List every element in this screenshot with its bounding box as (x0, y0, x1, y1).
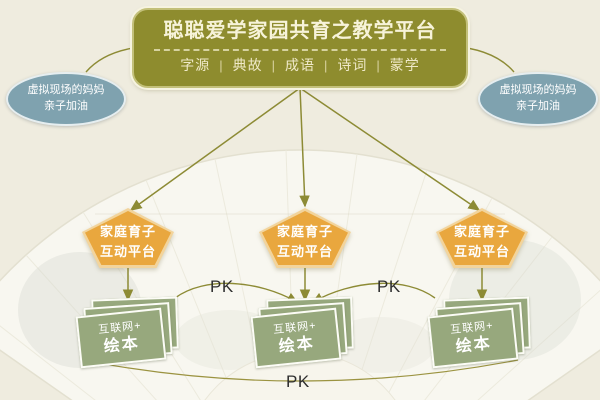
node-resource-left: 互联网+ 绘本 (75, 296, 188, 370)
card-front: 互联网+ 绘本 (427, 307, 519, 369)
pk-label-left: PK (210, 277, 234, 296)
card-front: 互联网+ 绘本 (250, 307, 342, 369)
bubble-text-line2: 亲子加油 (516, 100, 560, 112)
arrow-box-to-right-platform (299, 87, 481, 211)
bubble-text-line2: 亲子加油 (44, 100, 88, 112)
node-platform-middle: 家庭育子 互动平台 (259, 208, 351, 268)
category-item: 蒙学 (389, 57, 420, 73)
separator: | (376, 57, 381, 73)
resource-text-line2: 绘本 (277, 334, 316, 356)
node-resource-right: 互联网+ 绘本 (427, 296, 540, 370)
platform-text-line1: 家庭育子 (99, 224, 156, 239)
dashed-divider (153, 49, 447, 51)
pk-curve-bottom (81, 359, 519, 382)
platform-text-line2: 互动平台 (453, 243, 510, 259)
pk-label-right: PK (377, 277, 401, 296)
category-item: 诗词 (337, 57, 368, 73)
node-left-bubble: 虚拟现场的妈妈 亲子加油 (6, 72, 126, 126)
node-platform-left: 家庭育子 互动平台 (82, 208, 174, 268)
category-row: 字源 | 典故 | 成语 | 诗词 | 蒙学 (180, 55, 420, 75)
platform-text-line1: 家庭育子 (276, 224, 333, 239)
bubble-text-line1: 虚拟现场的妈妈 (27, 84, 105, 97)
pk-label-bottom: PK (286, 372, 310, 391)
resource-text-line2: 绘本 (102, 334, 141, 356)
category-item: 成语 (285, 57, 315, 73)
arrow-box-to-left-platform (129, 87, 301, 211)
node-right-bubble: 虚拟现场的妈妈 亲子加油 (478, 72, 598, 126)
card-front: 互联网+ 绘本 (75, 307, 167, 369)
category-item: 字源 (180, 57, 211, 73)
node-platform-right: 家庭育子 互动平台 (436, 208, 528, 268)
separator: | (324, 57, 329, 73)
platform-text-line2: 互动平台 (99, 243, 156, 259)
pentagon-body: 家庭育子 互动平台 (85, 211, 171, 265)
pk-curve-left (174, 282, 299, 303)
platform-text-line2: 互动平台 (276, 243, 333, 259)
arrow-box-to-middle-platform (299, 87, 310, 208)
pentagon-body: 家庭育子 互动平台 (262, 211, 348, 265)
resource-text-line2: 绘本 (454, 334, 493, 356)
bubble-text-line1: 虚拟现场的妈妈 (499, 84, 577, 97)
category-item: 典故 (232, 57, 263, 73)
separator: | (219, 57, 224, 73)
page-title: 聪聪爱学家园共育之教学平台 (163, 20, 437, 42)
pentagon-body: 家庭育子 互动平台 (439, 211, 525, 265)
pk-curve-right (311, 282, 436, 303)
platform-text-line1: 家庭育子 (453, 224, 510, 239)
separator: | (271, 57, 276, 73)
node-main-platform: 聪聪爱学家园共育之教学平台 字源 | 典故 | 成语 | 诗词 | 蒙学 (132, 8, 468, 88)
node-resource-middle: 互联网+ 绘本 (250, 296, 363, 370)
